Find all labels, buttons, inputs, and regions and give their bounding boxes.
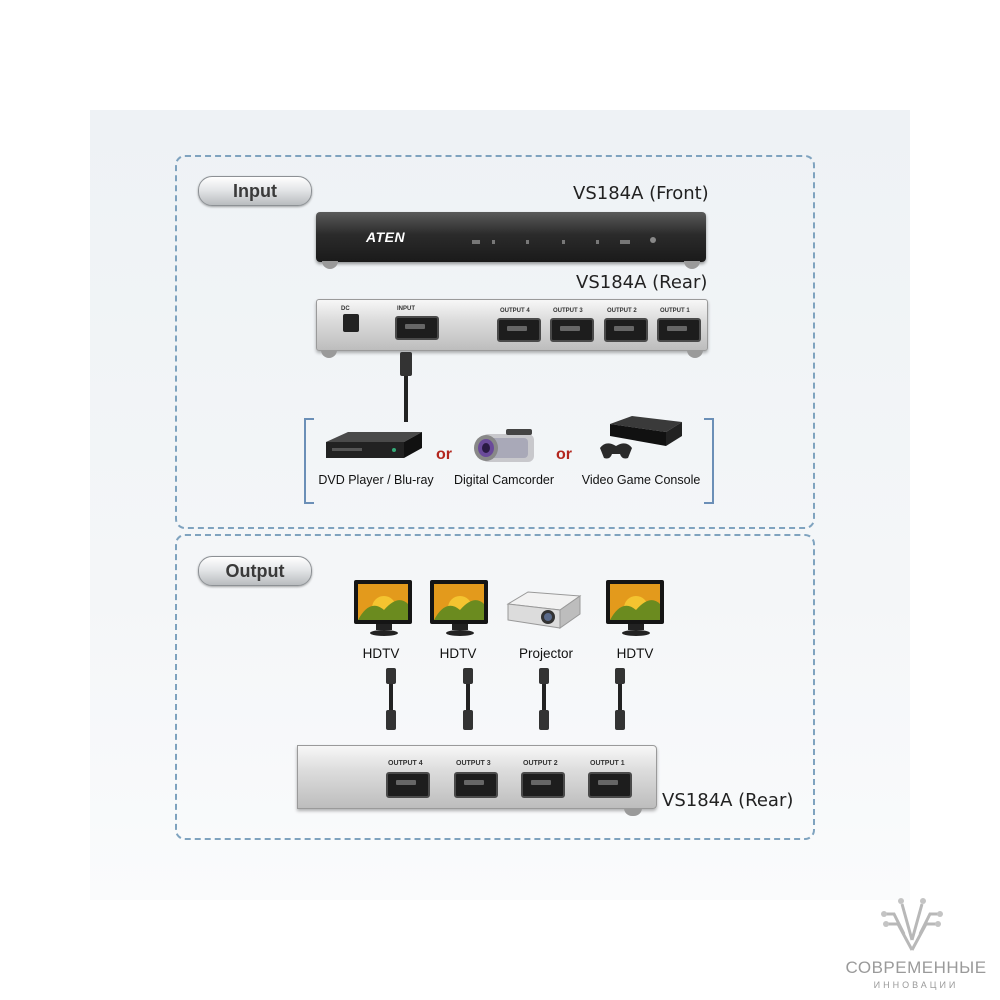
hdmi-cable-plug [615, 710, 625, 730]
hdmi-cable-plug [386, 710, 396, 730]
hdmi-output-port [386, 772, 430, 798]
front-led [492, 240, 495, 244]
hdtv-icon [352, 578, 416, 638]
front-led [562, 240, 565, 244]
output-port-label: OUTPUT 3 [456, 760, 491, 767]
hdmi-cable-plug [615, 668, 625, 684]
input-title-pill: Input [198, 176, 312, 206]
hdmi-cable [404, 376, 408, 422]
front-caption: VS184A (Front) [573, 183, 709, 204]
or-text: or [556, 446, 572, 463]
hdmi-cable-plug [463, 710, 473, 730]
front-led [472, 240, 480, 244]
vs184a-rear-device-bottom: OUTPUT 4 OUTPUT 3 OUTPUT 2 OUTPUT 1 [297, 745, 657, 816]
circuit-logo-icon [880, 896, 944, 954]
device-foot [321, 350, 337, 358]
hdmi-cable-plug [400, 352, 412, 376]
hdtv-icon [604, 578, 668, 638]
rear-caption-top: VS184A (Rear) [576, 272, 708, 293]
input-section [175, 155, 815, 529]
hdmi-cable-plug [539, 710, 549, 730]
input-port-label: INPUT [397, 306, 415, 312]
hdmi-output-port [588, 772, 632, 798]
output-port-label: OUTPUT 4 [500, 308, 530, 314]
camcorder-icon [466, 428, 542, 468]
hdmi-cable-plug [539, 668, 549, 684]
hdmi-cable-plug [386, 668, 396, 684]
output-section [175, 534, 815, 840]
watermark-text: СОВРЕМЕННЫЕ [845, 958, 987, 977]
front-led [526, 240, 529, 244]
power-jack [343, 314, 359, 332]
device-foot [624, 808, 642, 816]
output-port-label: OUTPUT 3 [553, 308, 583, 314]
source-bracket-left [304, 418, 314, 504]
front-power-led [650, 237, 656, 243]
source-bracket-right [704, 418, 714, 504]
output-port-label: OUTPUT 1 [590, 760, 625, 767]
watermark-subtext: ИННОВАЦИИ [873, 980, 959, 990]
dvd-player-icon [322, 430, 426, 464]
output-port-label: OUTPUT 2 [607, 308, 637, 314]
dvd-player-label: DVD Player / Blu-ray [318, 473, 434, 487]
hdmi-cable [542, 684, 546, 710]
vs184a-front-device: ATEN [316, 212, 706, 269]
vs184a-rear-device-top: DC INPUT OUTPUT 4 OUTPUT 3 OUTPUT 2 OUTP… [316, 299, 708, 358]
hdmi-input-port [395, 316, 439, 340]
device-foot [322, 261, 338, 269]
hdtv-label: HDTV [439, 646, 477, 661]
projector-label: Projector [518, 646, 574, 661]
game-console-label: Video Game Console [581, 473, 701, 487]
hdmi-output-port [521, 772, 565, 798]
hdmi-output-port [657, 318, 701, 342]
hdmi-output-port [550, 318, 594, 342]
hdmi-cable [466, 684, 470, 710]
hdmi-cable [389, 684, 393, 710]
or-text: or [436, 446, 452, 463]
power-label: DC [341, 306, 350, 312]
projector-icon [504, 588, 584, 634]
aten-logo: ATEN [366, 229, 406, 245]
hdmi-output-port [454, 772, 498, 798]
hdmi-output-port [497, 318, 541, 342]
device-foot [684, 261, 700, 269]
output-port-label: OUTPUT 1 [660, 308, 690, 314]
output-port-label: OUTPUT 2 [523, 760, 558, 767]
hdmi-output-port [604, 318, 648, 342]
front-led [620, 240, 630, 244]
game-console-icon [596, 414, 686, 466]
device-foot [687, 350, 703, 358]
hdtv-label: HDTV [616, 646, 654, 661]
output-port-label: OUTPUT 4 [388, 760, 423, 767]
rear-caption-bottom: VS184A (Rear) [662, 790, 794, 811]
camcorder-label: Digital Camcorder [453, 473, 555, 487]
output-title-pill: Output [198, 556, 312, 586]
hdtv-label: HDTV [362, 646, 400, 661]
hdtv-icon [428, 578, 492, 638]
front-led [596, 240, 599, 244]
hdmi-cable [618, 684, 622, 710]
hdmi-cable-plug [463, 668, 473, 684]
